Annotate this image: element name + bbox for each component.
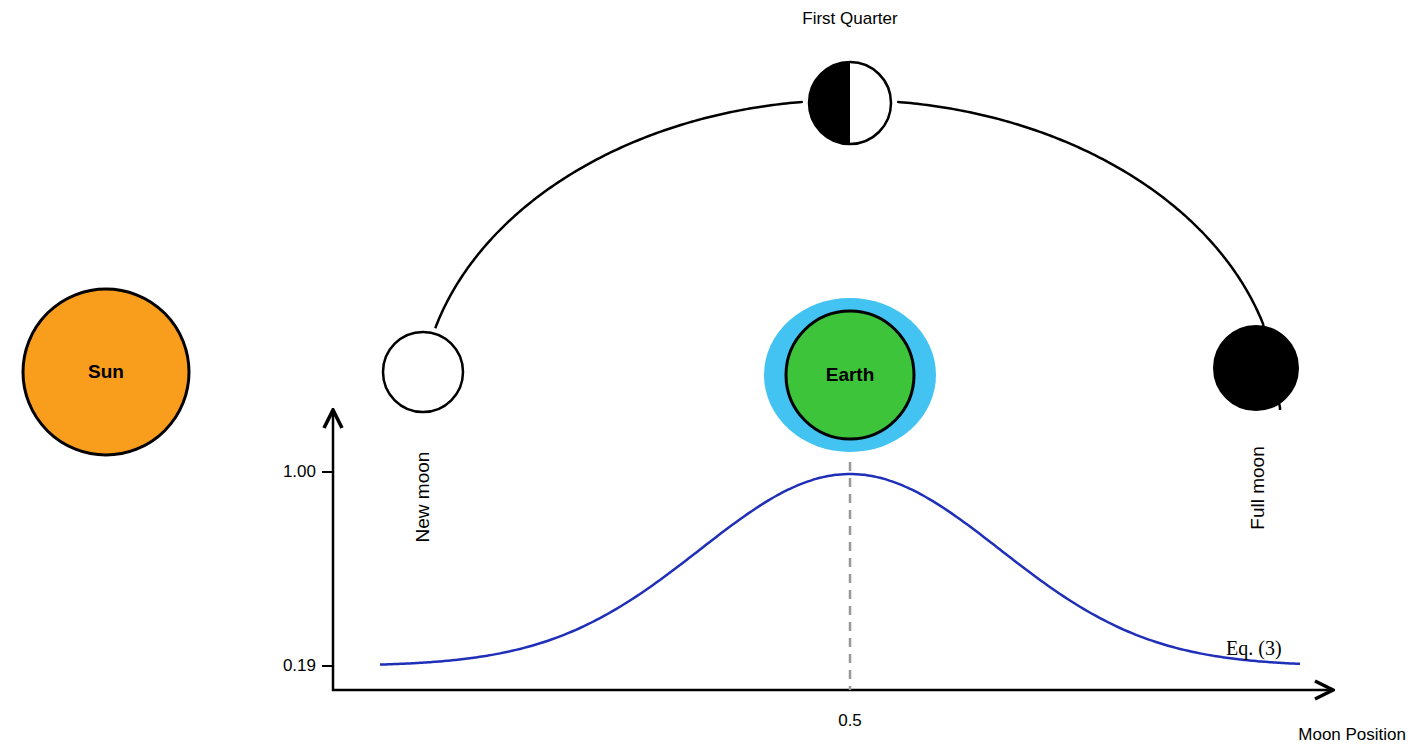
moon-dark-half [809, 62, 850, 144]
moon-phase-label: Full moon [1247, 446, 1269, 529]
new-moon-circle: New moon [381, 330, 465, 414]
dashed-guide [849, 462, 852, 690]
x-axis [332, 689, 1333, 692]
body-name: Earth [826, 364, 875, 386]
y-tick [322, 665, 333, 667]
moon-phase-label: New moon [412, 452, 434, 543]
earth-shape [786, 311, 914, 439]
body-name: Sun [88, 361, 124, 383]
gaussian-curve [380, 474, 1300, 665]
y-tick [322, 471, 333, 473]
atmosphere-halo [764, 298, 936, 452]
full-moon-circle: Full moon [1212, 324, 1300, 412]
orbit-arc [435, 102, 803, 328]
moon-shape [383, 332, 463, 412]
sun-circle: Sun [21, 287, 191, 457]
moon-shape [1214, 326, 1298, 410]
axis-tick-label: 1.00 [283, 462, 316, 482]
moon-shape [809, 62, 891, 144]
sun-shape [23, 289, 189, 455]
axis-tick-label: 0.5 [838, 711, 862, 731]
earth-circle: Earth [764, 298, 936, 452]
y-axis [332, 410, 335, 691]
first-quarter-moon: First Quarter [807, 60, 893, 146]
node-outline [807, 60, 893, 146]
equation-label: Eq. (3) [1226, 637, 1282, 660]
axis-title: Moon Position [1298, 725, 1406, 745]
node-outline [381, 330, 465, 414]
node-outline [1212, 324, 1300, 412]
axis-tick-label: 0.19 [283, 656, 316, 676]
moon-phase-label: First Quarter [802, 9, 897, 29]
